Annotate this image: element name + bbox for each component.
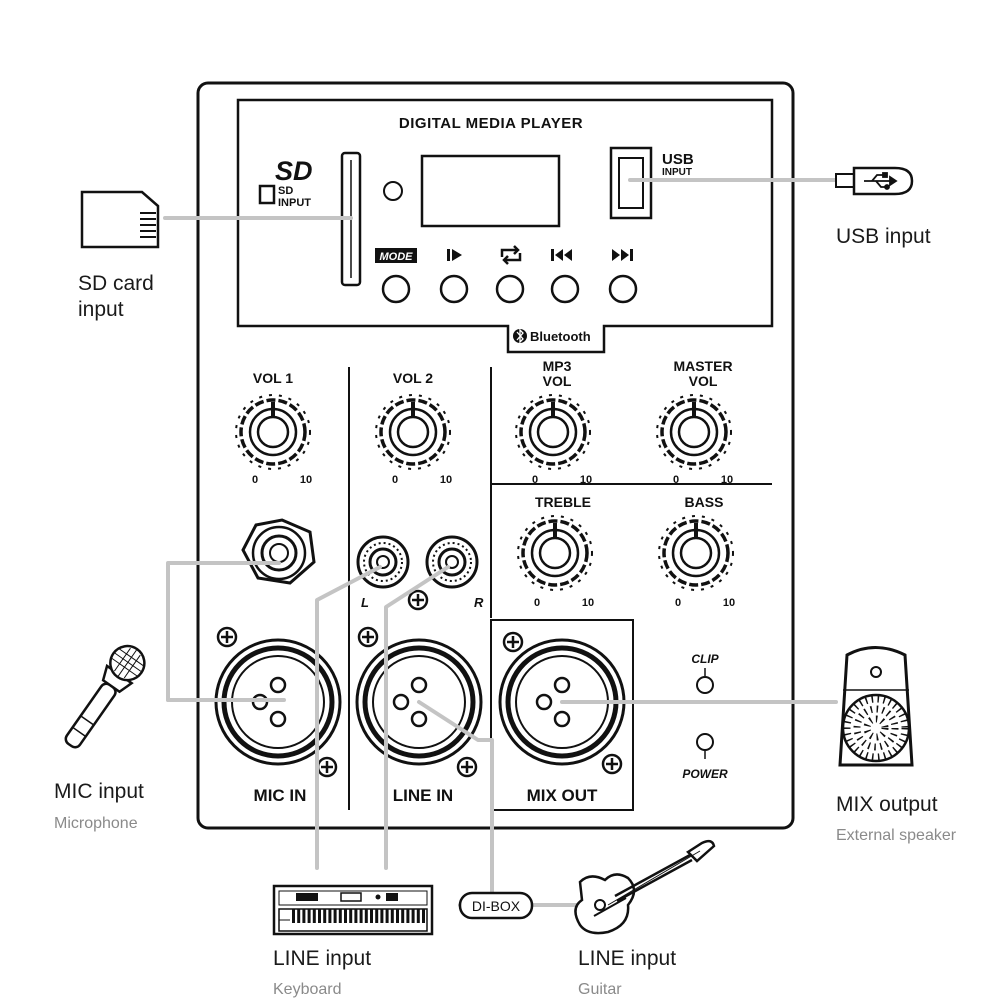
rca-screw bbox=[407, 589, 429, 611]
mixer-panel: DIGITAL MEDIA PLAYER SD SD INPUT USB INP… bbox=[196, 81, 795, 830]
treble-label: TREBLE bbox=[535, 494, 591, 510]
treble-scale-max: 10 bbox=[582, 597, 594, 609]
sd-input-label-2: INPUT bbox=[278, 197, 311, 209]
rca-left-jack[interactable] bbox=[356, 535, 410, 589]
sd-card-illustration bbox=[80, 190, 160, 249]
next-track-button[interactable] bbox=[608, 274, 638, 304]
sd-card-icon bbox=[258, 184, 276, 205]
mode-button-label: MODE bbox=[380, 251, 414, 263]
bass-scale-min: 0 bbox=[675, 597, 681, 609]
line-in-label: LINE IN bbox=[393, 786, 453, 805]
vol2-scale-max: 10 bbox=[440, 474, 452, 486]
di-box-illustration bbox=[458, 891, 534, 920]
rca-right-jack[interactable] bbox=[425, 535, 479, 589]
player-display bbox=[420, 154, 561, 228]
mp3-vol-label-2: VOL bbox=[543, 373, 572, 389]
power-led bbox=[696, 733, 714, 751]
next-track-icon bbox=[612, 249, 633, 261]
mix-callout-sub: External speaker bbox=[836, 827, 957, 844]
master-vol-scale-max: 10 bbox=[721, 474, 733, 486]
mix-out-box bbox=[490, 619, 634, 811]
master-vol-label-1: MASTER bbox=[673, 358, 732, 374]
mic-in-screw-bottom bbox=[316, 756, 338, 778]
bass-guitar-illustration bbox=[574, 839, 716, 935]
vol1-scale-min: 0 bbox=[252, 474, 258, 486]
di-box-label: DI-BOX bbox=[472, 898, 521, 914]
mode-label-bg bbox=[375, 248, 417, 263]
line-in-screw-top bbox=[357, 626, 379, 648]
mp3-vol-scale-min: 0 bbox=[532, 474, 538, 486]
repeat-button[interactable] bbox=[495, 274, 525, 304]
rca-left-label: L bbox=[361, 595, 369, 610]
keyboard-illustration bbox=[272, 884, 434, 936]
usb-input-label-1: USB bbox=[662, 151, 694, 168]
mp3-vol-scale-max: 10 bbox=[580, 474, 592, 486]
usb-symbol-icon bbox=[864, 172, 898, 190]
guitar-callout-sub: Guitar bbox=[578, 981, 622, 998]
previous-track-button[interactable] bbox=[550, 274, 580, 304]
bluetooth-icon bbox=[513, 328, 527, 344]
keyboard-callout: LINE input bbox=[273, 947, 371, 970]
mic-callout-sub: Microphone bbox=[54, 815, 138, 832]
play-pause-button[interactable] bbox=[439, 274, 469, 304]
guitar-callout: LINE input bbox=[578, 947, 676, 970]
master-vol-label-2: VOL bbox=[689, 373, 718, 389]
treble-scale-min: 0 bbox=[534, 597, 540, 609]
bluetooth-label: Bluetooth bbox=[530, 329, 591, 344]
mix-callout: MIX output bbox=[836, 793, 938, 816]
repeat-icon bbox=[500, 245, 522, 265]
usb-callout: USB input bbox=[836, 225, 931, 248]
power-label: POWER bbox=[682, 767, 728, 781]
ir-sensor bbox=[383, 181, 403, 201]
sd-logo: SD bbox=[275, 156, 313, 186]
mic-callout: MIC input bbox=[54, 780, 144, 803]
sd-card-callout-line2: input bbox=[78, 298, 124, 321]
vol2-label: VOL 2 bbox=[393, 370, 433, 386]
mix-out-label: MIX OUT bbox=[527, 786, 598, 805]
connection-cables bbox=[163, 178, 838, 907]
bass-scale-max: 10 bbox=[723, 597, 735, 609]
keyboard-callout-sub: Keyboard bbox=[273, 981, 342, 998]
play-pause-icon bbox=[447, 249, 462, 261]
mic-in-label: MIC IN bbox=[254, 786, 307, 805]
media-player-title: DIGITAL MEDIA PLAYER bbox=[399, 115, 583, 132]
sd-input-label-1: SD bbox=[278, 185, 293, 197]
external-speaker-illustration bbox=[838, 646, 914, 767]
quarter-inch-jack[interactable] bbox=[241, 518, 316, 585]
mp3-vol-label-1: MP3 bbox=[543, 358, 572, 374]
mode-button[interactable] bbox=[381, 274, 411, 304]
vol1-scale-max: 10 bbox=[300, 474, 312, 486]
line-in-screw-bottom bbox=[456, 756, 478, 778]
clip-label: CLIP bbox=[691, 652, 719, 666]
mix-out-screw-bottom bbox=[601, 753, 623, 775]
master-vol-scale-min: 0 bbox=[673, 474, 679, 486]
vol2-scale-min: 0 bbox=[392, 474, 398, 486]
mic-in-screw-top bbox=[216, 626, 238, 648]
usb-stick-illustration bbox=[835, 166, 914, 196]
media-player-module: DIGITAL MEDIA PLAYER SD SD INPUT USB INP… bbox=[236, 98, 774, 354]
usb-input-label-2: INPUT bbox=[662, 167, 692, 178]
bass-label: BASS bbox=[685, 494, 724, 510]
sd-card-callout-line1: SD card bbox=[78, 272, 154, 295]
vol1-label: VOL 1 bbox=[253, 370, 293, 386]
rca-right-label: R bbox=[474, 595, 484, 610]
mix-out-screw-top bbox=[502, 631, 524, 653]
clip-led bbox=[696, 676, 714, 694]
previous-track-icon bbox=[551, 249, 572, 261]
microphone-illustration bbox=[64, 644, 146, 749]
